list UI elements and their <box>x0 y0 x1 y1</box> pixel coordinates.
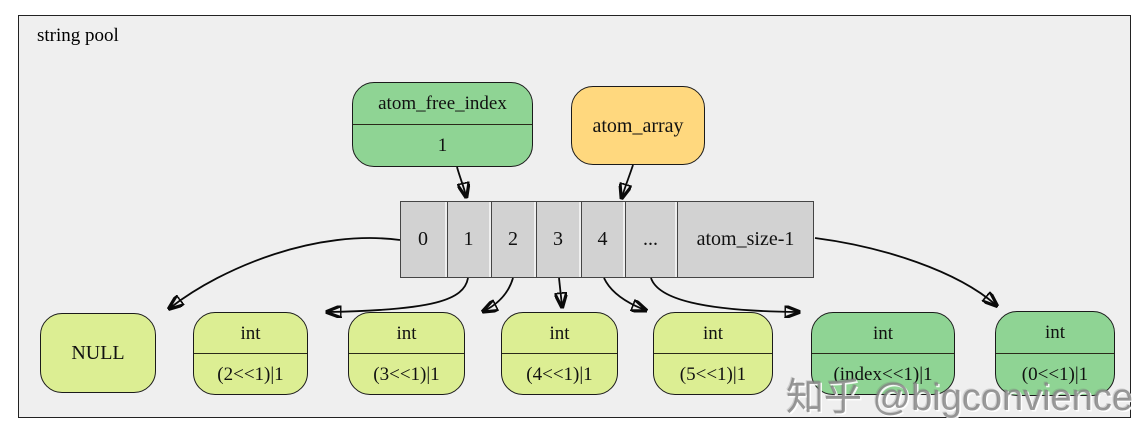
edge-cell-3-to-int-4 <box>559 277 562 306</box>
atom-array-node: atom_array <box>571 86 705 165</box>
int-value-label: (index<<1)|1 <box>812 353 954 394</box>
int-value-label: (4<<1)|1 <box>502 353 617 394</box>
array-cell-3: 3 <box>536 202 579 277</box>
int-node-3: int (3<<1)|1 <box>348 312 465 395</box>
int-node-4: int (4<<1)|1 <box>501 312 618 395</box>
atom-array-record: 0 1 2 3 4 ... atom_size-1 <box>400 201 814 278</box>
int-node-index: int (index<<1)|1 <box>811 312 955 395</box>
int-type-label: int <box>549 322 570 344</box>
edge-cell-2-to-int-3 <box>484 277 514 311</box>
int-type-label: int <box>1044 322 1066 343</box>
int-type-label: int <box>872 322 894 344</box>
edge-cell-1-to-int-2 <box>328 277 469 312</box>
null-label: NULL <box>71 342 125 364</box>
int-value-label: (0<<1)|1 <box>996 353 1114 395</box>
atom-free-index-value: 1 <box>353 124 532 166</box>
int-value-label: (3<<1)|1 <box>349 353 464 394</box>
atom-free-index-node: atom_free_index 1 <box>352 82 533 167</box>
array-cell-dots: ... <box>625 202 675 277</box>
atom-free-index-label: atom_free_index <box>378 93 507 114</box>
array-cell-1: 1 <box>447 202 489 277</box>
edge-cell-0-to-null <box>170 237 401 308</box>
int-type-label: int <box>240 322 261 344</box>
int-value-label: (5<<1)|1 <box>654 353 772 394</box>
int-node-0: int (0<<1)|1 <box>995 311 1115 396</box>
array-cell-0: 0 <box>401 202 445 277</box>
int-type-label: int <box>702 322 724 344</box>
atom-array-label: atom_array <box>592 114 684 137</box>
zhihu-watermark: 知乎 @bigconvience <box>786 377 1133 419</box>
array-cell-4: 4 <box>581 202 623 277</box>
int-value-label: (2<<1)|1 <box>194 353 307 394</box>
edge-cell-4-to-int-5 <box>603 277 645 310</box>
edge-atom-size-1-to-int-0 <box>814 237 996 305</box>
edge-cell-dots-to-int-index <box>650 277 798 312</box>
array-cell-atom-size-1: atom_size-1 <box>677 202 813 277</box>
cluster-title: string pool <box>37 25 119 46</box>
edge-atom-free-index-to-cell-1 <box>456 166 466 196</box>
int-node-5: int (5<<1)|1 <box>653 312 773 395</box>
null-node: NULL <box>40 313 156 393</box>
int-type-label: int <box>396 322 417 344</box>
edge-atom-array-to-cell-4 <box>622 164 634 197</box>
array-cell-2: 2 <box>491 202 534 277</box>
int-node-2: int (2<<1)|1 <box>193 312 308 395</box>
